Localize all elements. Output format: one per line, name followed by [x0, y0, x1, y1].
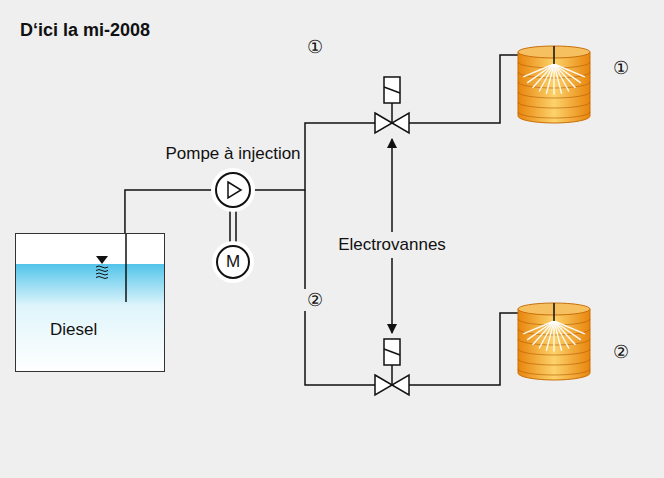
injection-pump: Pompe à injection — [215, 172, 251, 208]
callout-number: ② — [610, 341, 632, 363]
callout-number: ② — [304, 289, 326, 311]
pump-symbol — [217, 174, 249, 206]
burner — [518, 303, 590, 380]
tank-details — [16, 234, 166, 373]
pipes — [251, 55, 554, 385]
callout-number: ① — [610, 57, 632, 79]
solenoid-valve — [375, 339, 409, 395]
node-text: M — [226, 252, 240, 272]
component-label: Electrovannes — [335, 235, 449, 255]
burner — [518, 46, 590, 123]
motor: M — [216, 245, 250, 279]
connector — [230, 208, 236, 245]
connector — [125, 190, 215, 233]
title: D‘ici la mi-2008 — [20, 20, 150, 41]
node-text: Pompe à injection — [165, 144, 300, 164]
solenoid-valve — [375, 77, 409, 133]
fuel-tank: Diesel — [15, 233, 165, 372]
callout-number: ① — [304, 36, 326, 58]
node-text: Diesel — [50, 320, 97, 340]
